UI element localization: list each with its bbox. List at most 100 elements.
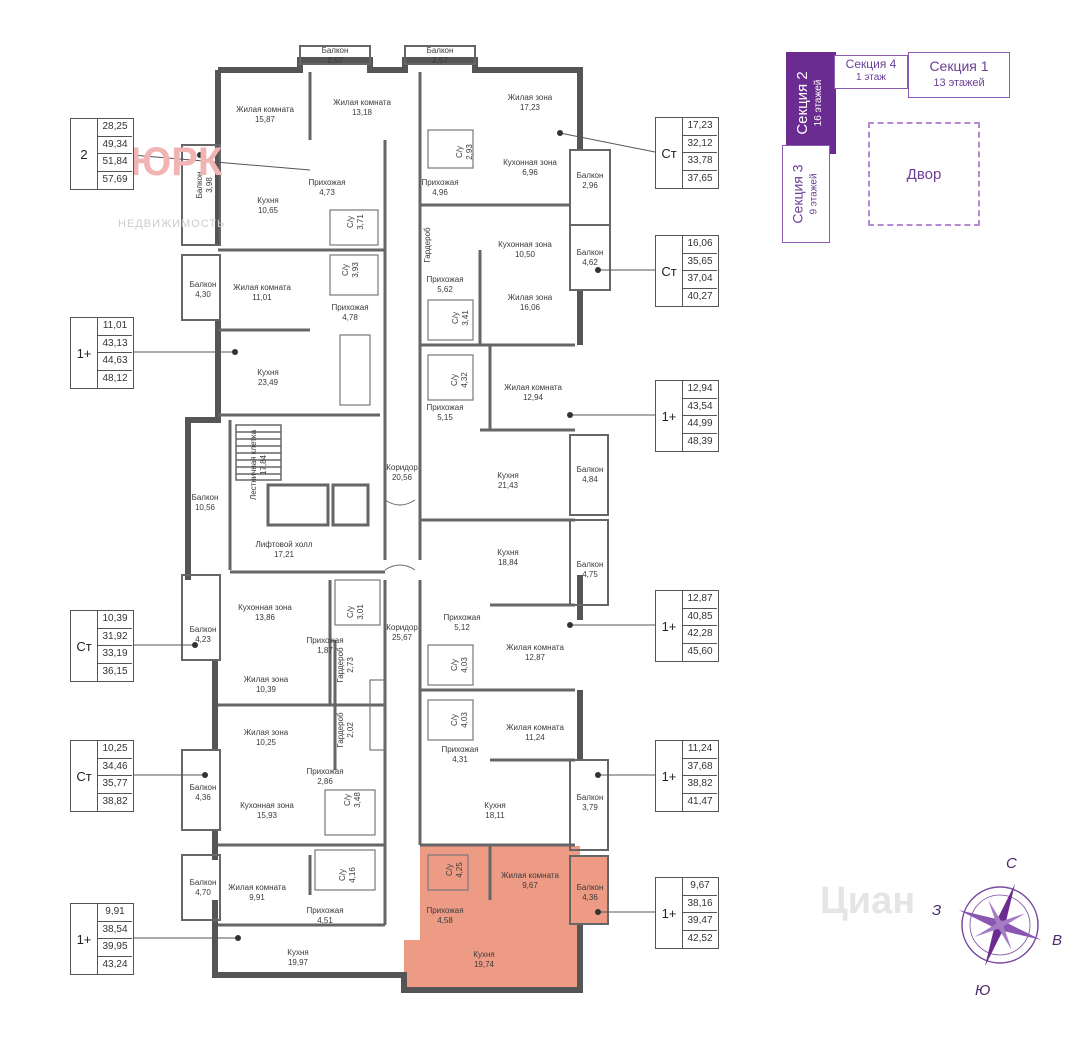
room-area: 10,25 (256, 738, 277, 747)
entrance-doors (384, 499, 416, 571)
flat-area-value: 35,65 (683, 254, 717, 271)
flat-type: 1+ (656, 741, 683, 811)
flat-type: 1+ (656, 591, 683, 661)
room-name: Кухонная зона (498, 240, 552, 249)
room-name: С/у (341, 264, 350, 276)
flat-area-value: 37,68 (683, 759, 717, 776)
section-3-name: Секция 3 (789, 164, 806, 224)
section-3-floors: 9 этажей (808, 173, 820, 215)
room-name: Балкон (190, 625, 217, 634)
room-name: Балкон (190, 280, 217, 289)
room-area: 3,71 (356, 214, 365, 230)
room-area: 20,56 (392, 473, 413, 482)
building-walls (185, 57, 583, 993)
room-name: Лифтовой холл (256, 540, 313, 549)
room-name: Жилая зона (244, 728, 289, 737)
room-area: 3,48 (353, 792, 362, 808)
room-name: Жилая комната (506, 643, 564, 652)
room-name: Прихожая (426, 906, 463, 915)
room-area: 4,03 (460, 712, 469, 728)
section-2-block[interactable]: Секция 2 16 этажей (786, 52, 836, 154)
room-area: 1,87 (317, 646, 333, 655)
room-area: 4,70 (195, 888, 211, 897)
room-area: 4,36 (582, 893, 598, 902)
section-1-block[interactable]: Секция 1 13 этажей (908, 52, 1010, 98)
room-area: 15,87 (255, 115, 276, 124)
compass-rose (958, 883, 1042, 967)
room-area: 5,62 (437, 285, 453, 294)
flat-type: Ст (656, 236, 683, 306)
room-area: 11,24 (525, 733, 545, 742)
room-area: 4,25 (455, 862, 464, 878)
room-name: Жилая комната (333, 98, 391, 107)
room-area: 4,30 (195, 290, 211, 299)
room-name: Кухонная зона (503, 158, 557, 167)
flat-type: 1+ (71, 904, 98, 974)
room-name: Кухня (257, 368, 278, 377)
room-name: Коридор (386, 463, 418, 472)
room-name: С/у (445, 864, 454, 876)
flat-area-value: 42,52 (687, 932, 713, 944)
room-name: С/у (451, 312, 460, 324)
interior-walls (218, 72, 575, 927)
section-3-block[interactable]: Секция 3 9 этажей (782, 145, 830, 243)
room-label: Гардероб (423, 227, 432, 263)
room-name: Кухня (497, 548, 518, 557)
room-area: 18,84 (498, 558, 519, 567)
room-area: 12,87 (525, 653, 546, 662)
section-1-name: Секция 1 (929, 58, 989, 74)
room-area: 4,16 (348, 867, 357, 883)
flat-area-value: 12,87 (683, 591, 717, 609)
room-name: Прихожая (331, 303, 368, 312)
flat-area-value: 39,47 (683, 913, 717, 931)
room-name: С/у (455, 146, 464, 158)
room-name: Прихожая (426, 403, 463, 412)
room-area: 4,73 (319, 188, 335, 197)
room-area: 10,50 (515, 250, 536, 259)
highlighted-apartment[interactable] (404, 846, 608, 990)
room-name: Жилая зона (508, 93, 553, 102)
section-2-name: Секция 2 (794, 71, 811, 135)
room-area: 2,57 (432, 56, 448, 65)
section-4-block[interactable]: Секция 4 1 этаж (834, 55, 908, 89)
compass-west: З (932, 902, 942, 919)
flat-type: Ст (71, 741, 98, 811)
flat-area-value: 10,25 (98, 741, 132, 759)
room-area: 17,23 (520, 103, 541, 112)
room-name: Балкон (192, 493, 219, 502)
room-area: 19,97 (288, 958, 309, 967)
room-area: 17,21 (274, 550, 295, 559)
flat-area-value: 40,85 (683, 609, 717, 626)
flat-area-value: 44,63 (98, 353, 132, 371)
